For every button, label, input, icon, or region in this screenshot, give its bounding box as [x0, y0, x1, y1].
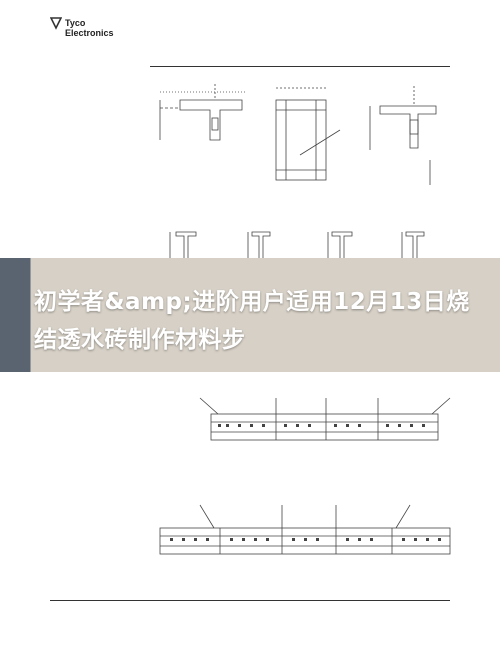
logo-text: Tyco Electronics [65, 18, 114, 38]
title-banner [0, 258, 500, 372]
connector-strip-top [199, 397, 451, 441]
connector-pins-bottom [170, 538, 441, 541]
tyco-electronics-logo: Tyco Electronics [50, 16, 140, 46]
connector-pins-top [218, 424, 425, 427]
connector-strip-bottom [159, 504, 451, 555]
front-view [159, 84, 245, 141]
footer-rule [50, 600, 450, 601]
banner-overlay [31, 258, 500, 372]
logo-line-2: Electronics [65, 28, 114, 38]
header-rule [150, 66, 450, 67]
logo-line-1: Tyco [65, 18, 86, 28]
tyco-logo-icon [50, 17, 62, 30]
side-view [275, 87, 341, 181]
end-view [369, 86, 437, 185]
banner-title: 初学者&amp;进阶用户适用12月13日烧结透水砖制作材料步 [34, 289, 470, 353]
